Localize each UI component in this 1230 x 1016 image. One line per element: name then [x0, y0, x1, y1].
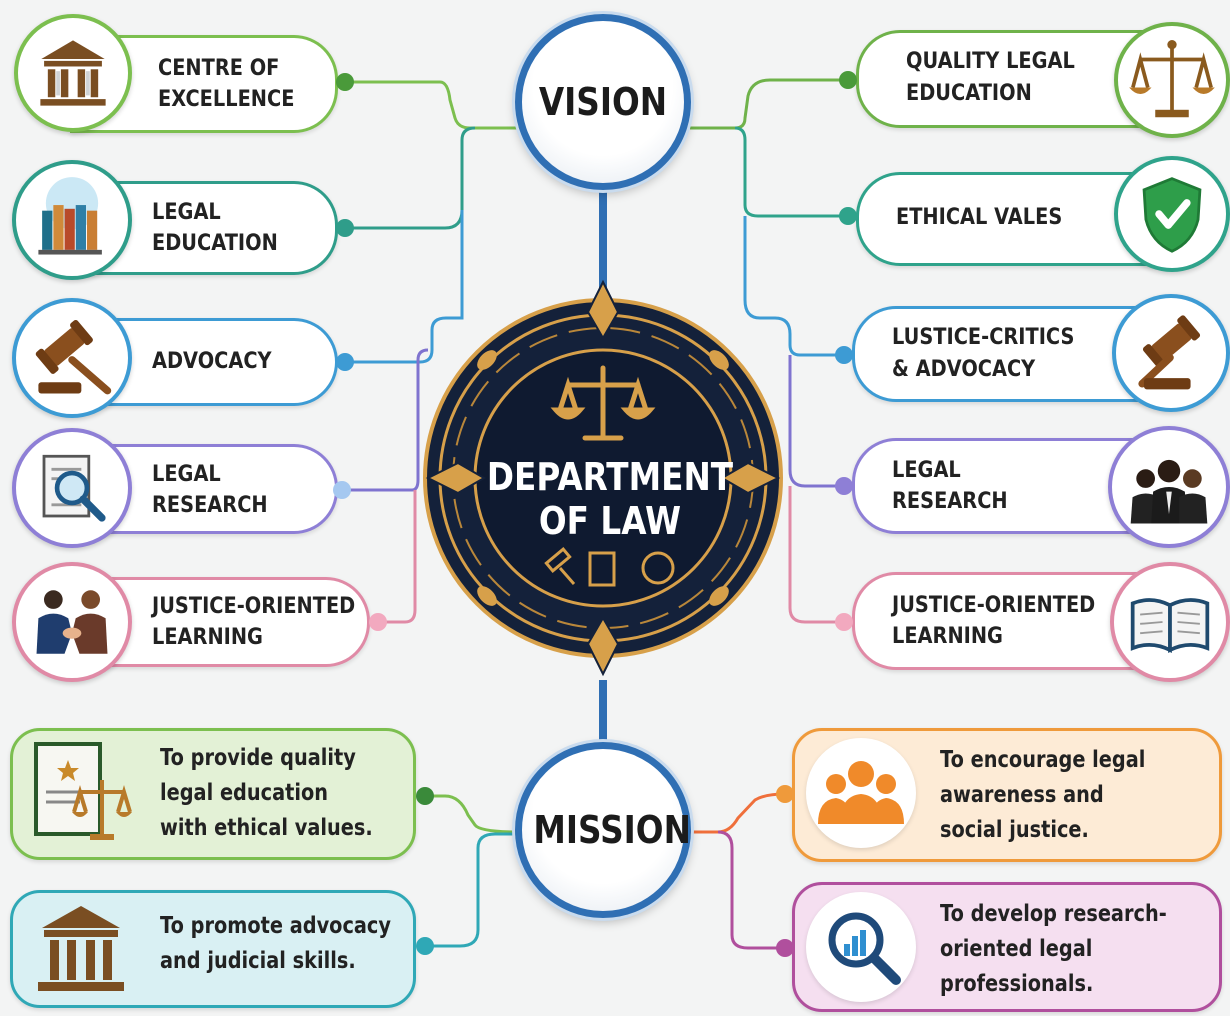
- vision-left-label-4b: RESEARCH: [152, 493, 268, 518]
- vision-left-label-2b: EDUCATION: [152, 231, 278, 256]
- vision-right-label-1b: EDUCATION: [906, 81, 1032, 106]
- mission-node[interactable]: MISSION: [515, 742, 691, 918]
- gavel-icon: [1112, 294, 1230, 412]
- connector-dot: [776, 785, 794, 803]
- vision-right-item-justice-oriented-learning[interactable]: [852, 572, 1152, 670]
- vision-node[interactable]: VISION: [515, 14, 691, 190]
- vision-label: VISION: [538, 80, 668, 124]
- vision-right-item-quality-legal-education[interactable]: [856, 30, 1156, 128]
- courthouse-icon: [14, 14, 132, 132]
- handshake-icon: [12, 562, 132, 682]
- vision-right-label-3a: LUSTICE-CRITICS: [892, 325, 1075, 350]
- vision-right-item-lustice-critics-advocacy[interactable]: [852, 306, 1152, 402]
- magnifier-document-icon: [12, 428, 132, 548]
- connector-dot: [839, 71, 857, 89]
- vision-right-label-4a: LEGAL: [892, 458, 961, 483]
- vision-left-label-3a: ADVOCACY: [152, 349, 272, 374]
- connector-dot: [336, 73, 354, 91]
- vision-right-label-5a: JUSTICE-ORIENTED: [892, 593, 1096, 618]
- magnifier-chart-icon: [806, 892, 916, 1002]
- vision-right-item-legal-research[interactable]: [852, 438, 1152, 534]
- vision-right-label-5b: LEARNING: [892, 624, 1003, 649]
- connector-dot: [416, 787, 434, 805]
- professionals-icon: [1108, 426, 1230, 548]
- mission-1-line2: legal education: [160, 780, 329, 806]
- mission-3-line3: social justice.: [940, 817, 1089, 843]
- connector-dot: [835, 346, 853, 364]
- mission-3-line1: To encourage legal: [940, 747, 1146, 773]
- connector-dot: [835, 477, 853, 495]
- vision-right-label-3b: & ADVOCACY: [892, 357, 1036, 382]
- vision-left-label-5b: LEARNING: [152, 625, 263, 650]
- courthouse-icon: [38, 906, 124, 991]
- mission-4-line2: oriented legal: [940, 936, 1093, 962]
- mission-2-line1: To promote advocacy: [160, 913, 391, 939]
- open-book-icon: [1110, 562, 1230, 682]
- connector-dot: [369, 613, 387, 631]
- vision-left-label-5a: JUSTICE-ORIENTED: [152, 594, 356, 619]
- mission-1-line3: with ethical values.: [160, 815, 373, 841]
- vision-left-label-1b: EXCELLENCE: [158, 87, 295, 112]
- connector-dot: [333, 481, 351, 499]
- department-title-line1: DEPARTMENT: [486, 455, 734, 499]
- certificate-scales-icon: [34, 742, 132, 840]
- connector-dot: [336, 219, 354, 237]
- vision-left-label-1a: CENTRE OF: [158, 56, 280, 81]
- mission-3-line2: awareness and: [940, 782, 1104, 808]
- connector-dot: [336, 353, 354, 371]
- vision-right-item-ethical-vales[interactable]: [856, 172, 1156, 266]
- connector-dot: [776, 939, 794, 957]
- connector-dot: [839, 207, 857, 225]
- vision-right-label-1a: QUALITY LEGAL: [906, 49, 1075, 74]
- people-group-icon: [806, 738, 916, 848]
- vision-right-label-2a: ETHICAL VALES: [896, 205, 1063, 230]
- connector-dot: [416, 937, 434, 955]
- mission-2-line2: and judicial skills.: [160, 948, 356, 974]
- shield-check-icon: [1114, 156, 1230, 272]
- books-icon: [12, 160, 132, 280]
- gavel-icon: [12, 298, 132, 418]
- vision-right-label-4b: RESEARCH: [892, 489, 1008, 514]
- scales-icon: [1114, 22, 1230, 138]
- connector-dot: [835, 613, 853, 631]
- mission-4-line3: professionals.: [940, 971, 1094, 997]
- vision-left-label-2a: LEGAL: [152, 200, 221, 225]
- mission-1-line1: To provide quality: [160, 745, 356, 771]
- mission-4-line1: To develop research-: [940, 901, 1167, 927]
- vision-left-label-4a: LEGAL: [152, 462, 221, 487]
- department-title-line2: OF LAW: [538, 499, 682, 543]
- mission-label: MISSION: [533, 808, 691, 852]
